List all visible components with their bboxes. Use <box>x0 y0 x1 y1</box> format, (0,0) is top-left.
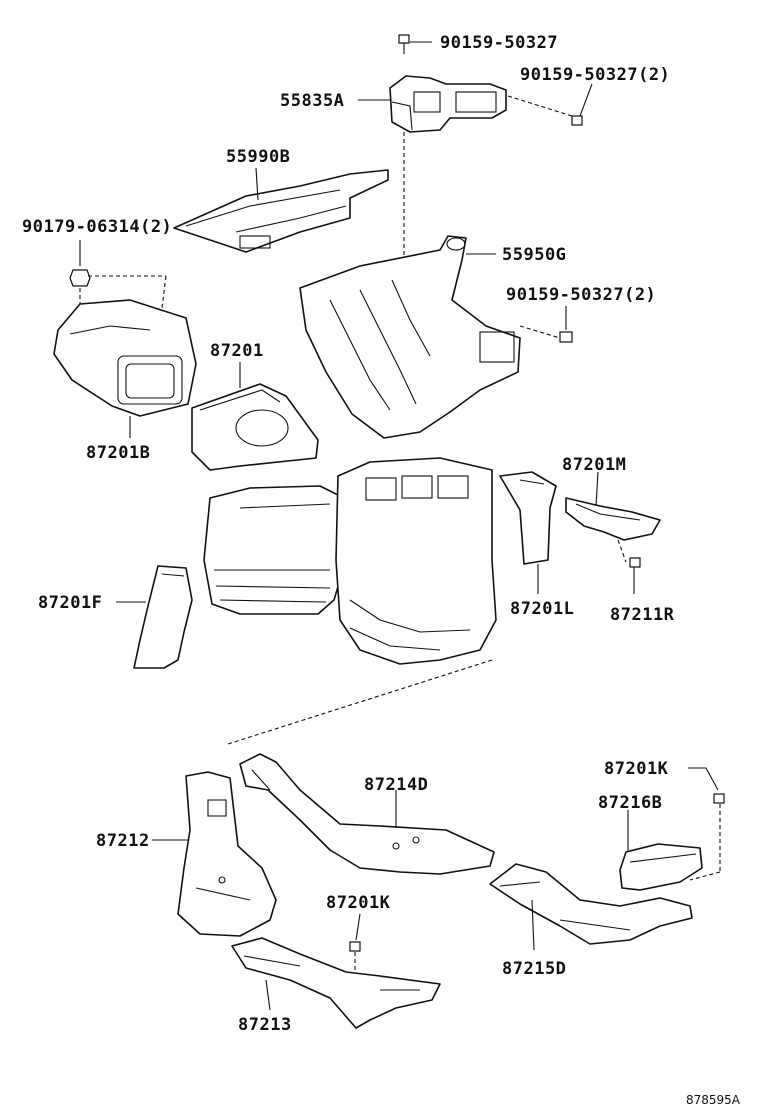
label-87216B: 87216B <box>598 793 662 813</box>
duct-87215D <box>489 863 693 945</box>
label-87212: 87212 <box>96 831 150 851</box>
label-90159-50327-2-top: 90159-50327(2) <box>520 65 670 85</box>
label-55835A: 55835A <box>280 91 344 111</box>
duct-87212 <box>177 771 277 937</box>
label-87201F: 87201F <box>38 593 102 613</box>
label-90179-06314: 90179-06314(2) <box>22 217 172 237</box>
duct-87201F <box>133 565 193 669</box>
nozzle-55990B <box>173 169 389 253</box>
bolt-87201K-right <box>713 793 725 804</box>
heater-unit <box>203 457 497 665</box>
bolt-90159-50327-2-mid <box>559 331 573 343</box>
label-90159-50327-2-mid: 90159-50327(2) <box>506 285 656 305</box>
bolt-90159-50327-2-top <box>571 115 583 126</box>
label-55950G: 55950G <box>502 245 566 265</box>
label-87201L: 87201L <box>510 599 574 619</box>
bolt-87201K-mid <box>349 941 361 952</box>
nut-90179-06314 <box>69 269 91 287</box>
label-55990B: 55990B <box>226 147 290 167</box>
label-87201B: 87201B <box>86 443 150 463</box>
duct-55950G <box>299 235 521 439</box>
duct-87201L <box>499 471 557 565</box>
duct-87214D <box>239 753 495 875</box>
label-87201: 87201 <box>210 341 264 361</box>
clip-87211R <box>629 557 641 568</box>
duct-87201 <box>191 383 319 471</box>
duct-87213 <box>231 937 441 1029</box>
label-87213: 87213 <box>238 1015 292 1035</box>
label-87214D: 87214D <box>364 775 428 795</box>
label-87201M: 87201M <box>562 455 626 475</box>
bolt-90159-50327-top <box>398 34 410 54</box>
bracket-87216B <box>619 843 703 891</box>
duct-55835A <box>389 75 507 133</box>
label-87201K-right: 87201K <box>604 759 669 779</box>
label-90159-50327-top: 90159-50327 <box>440 33 558 53</box>
label-87215D: 87215D <box>502 959 566 979</box>
label-87211R: 87211R <box>610 605 675 625</box>
duct-87201M <box>565 497 661 541</box>
duct-87201B <box>53 299 197 417</box>
label-87201K-mid: 87201K <box>326 893 391 913</box>
figure-code: 878595A <box>686 1093 741 1107</box>
